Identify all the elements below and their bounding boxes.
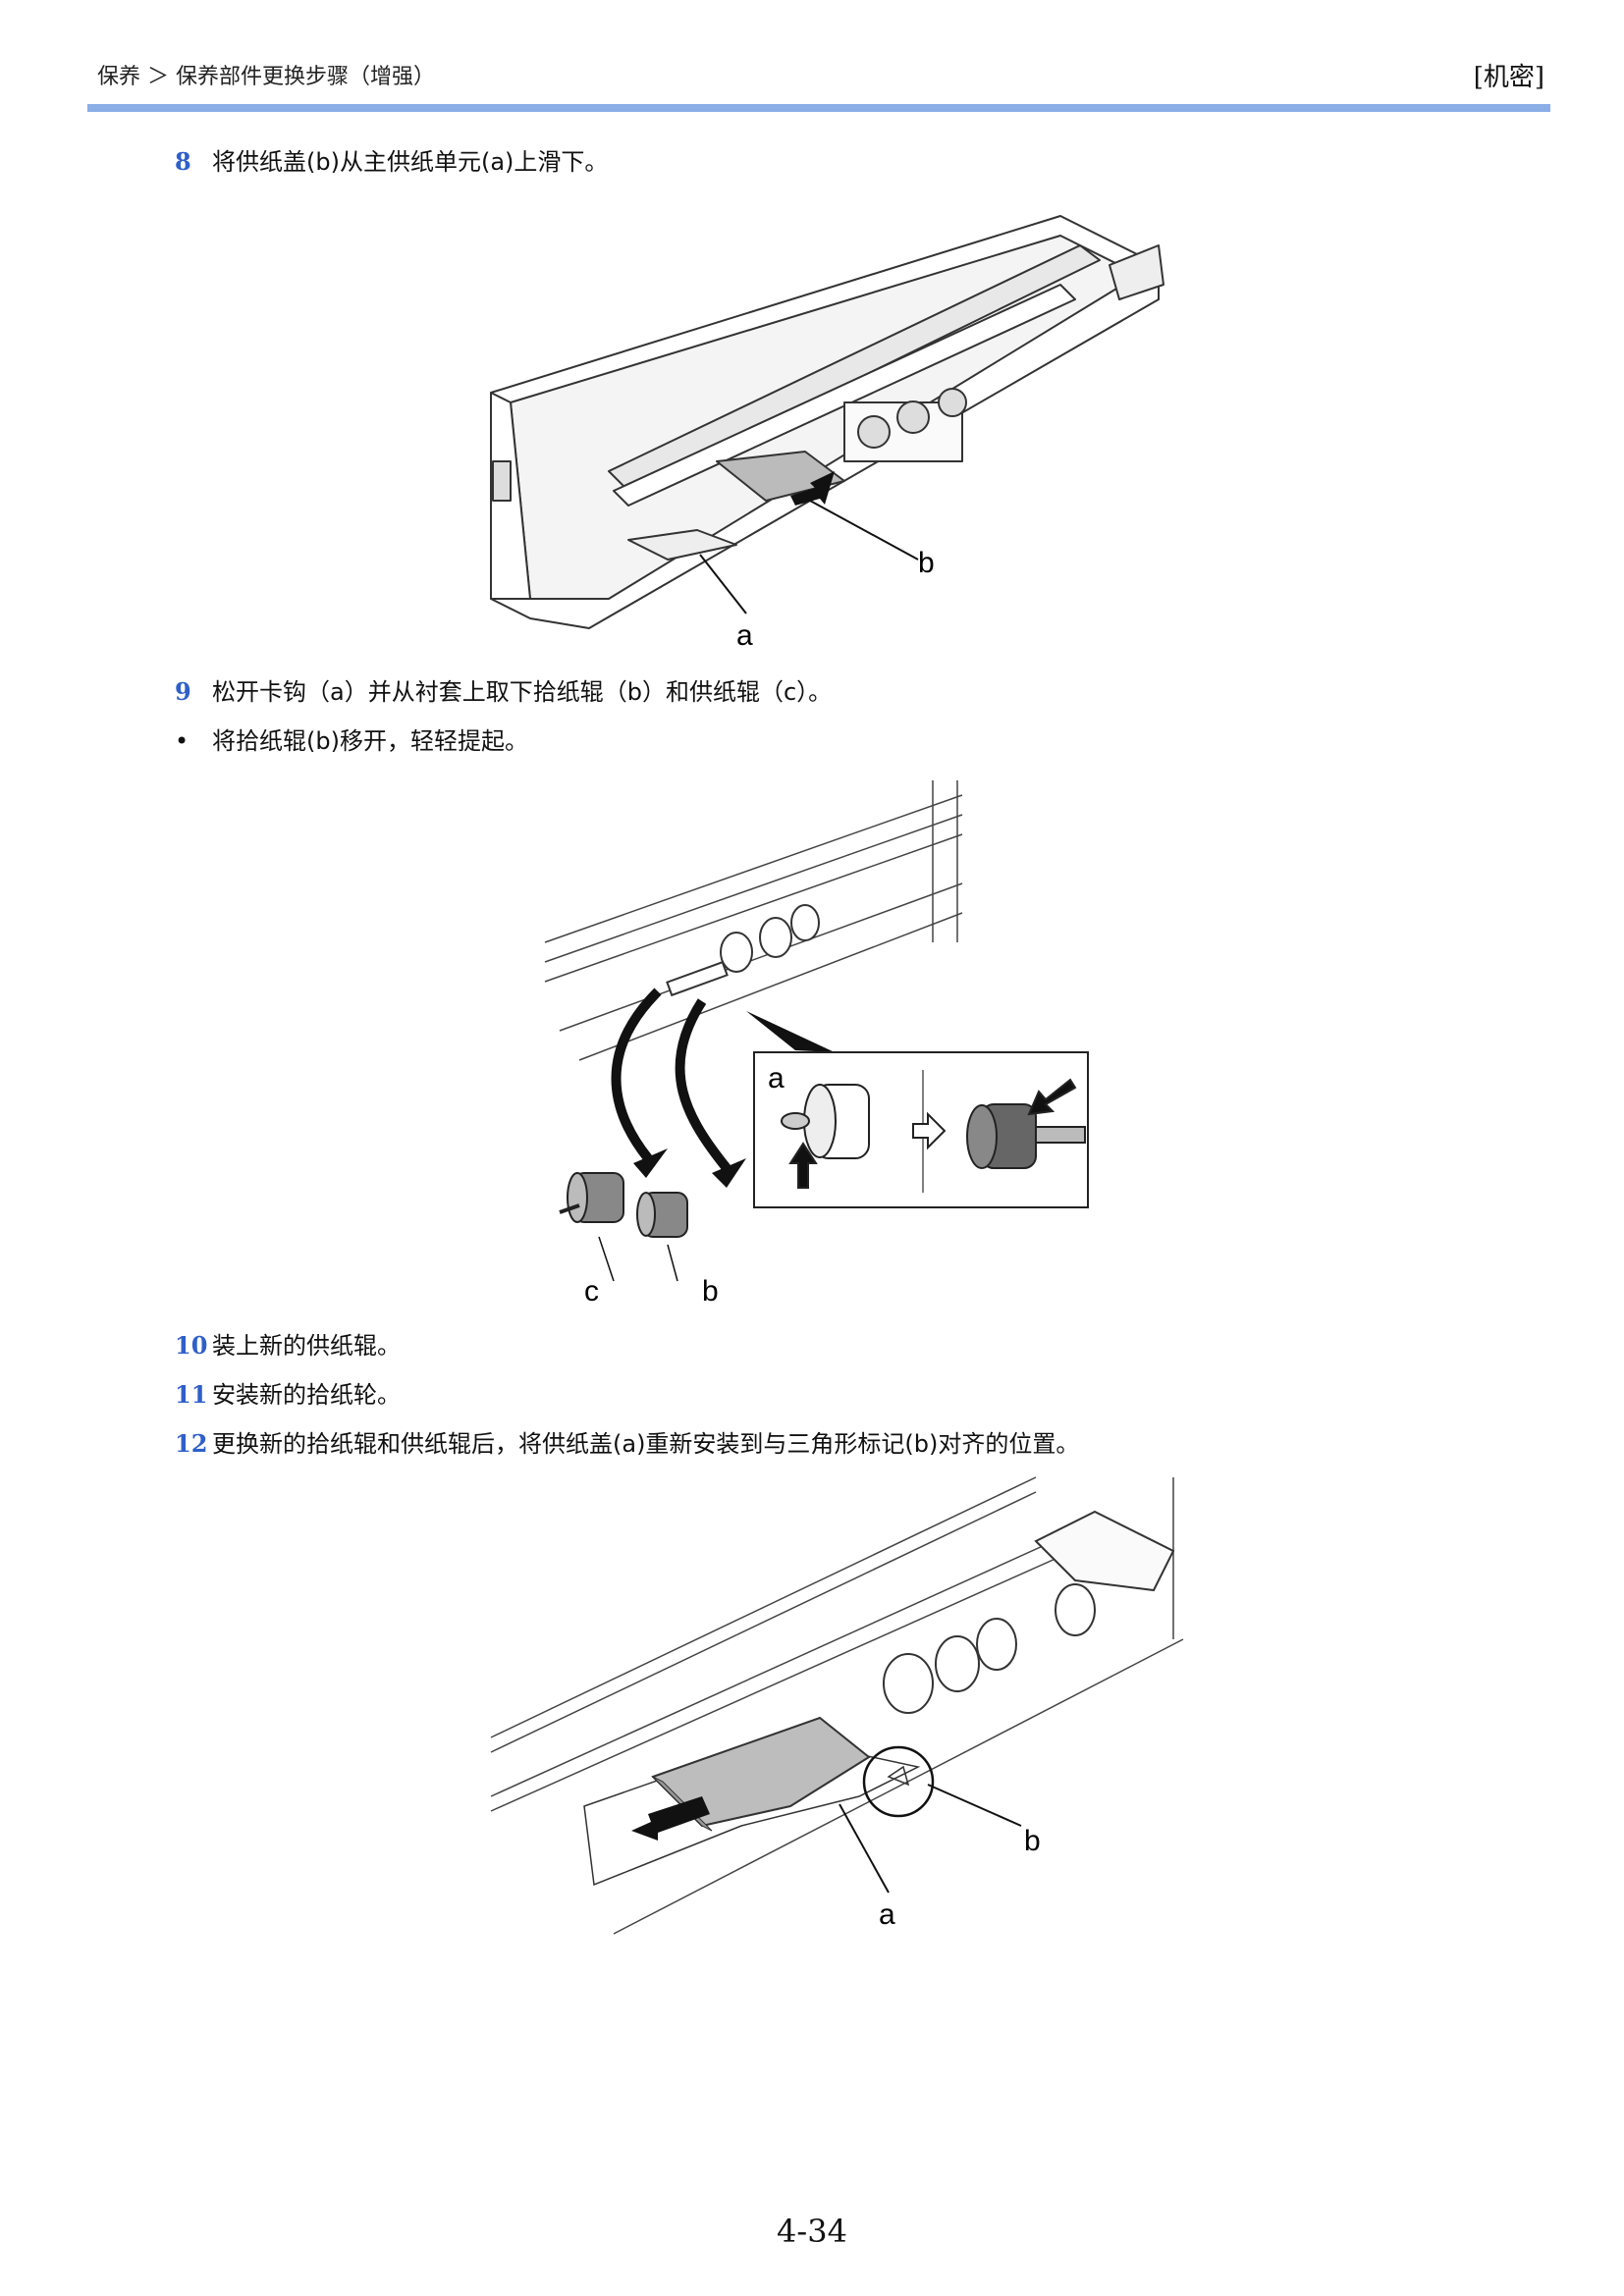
confidential-label: [机密] <box>1473 63 1544 92</box>
figure-remove-cover: b a <box>471 206 1178 658</box>
arrow-icon <box>631 1796 710 1841</box>
triangle-mark-highlight <box>862 1745 935 1818</box>
breadcrumb: 保养 ＞ 保养部件更换步骤（增强） <box>97 65 435 89</box>
bullet-mark: • <box>175 727 189 755</box>
illustration-cover-reinstall: b a <box>490 1476 1184 1935</box>
step-number: 11 <box>175 1380 208 1409</box>
step-8: 8 将供纸盖(b)从主供纸单元(a)上滑下。 <box>175 147 608 177</box>
pickup-roller-b <box>636 1192 688 1238</box>
label-c: c <box>584 1275 599 1306</box>
bullet-text: 将拾纸辊(b)移开，轻轻提起。 <box>212 727 528 755</box>
step-text: 更换新的拾纸辊和供纸辊后，将供纸盖(a)重新安装到与三角形标记(b)对齐的位置。 <box>212 1430 1080 1458</box>
label-b: b <box>702 1275 719 1306</box>
figure-reinstall-cover: b a <box>486 1472 1193 1944</box>
header-rule <box>87 104 1550 112</box>
label-b: b <box>918 547 935 579</box>
feed-roller-c <box>559 1172 624 1223</box>
step-number: 8 <box>175 147 191 176</box>
step-number: 12 <box>175 1429 208 1458</box>
step-number: 10 <box>175 1331 208 1360</box>
page-header: 保养 ＞ 保养部件更换步骤（增强） [机密] <box>97 55 1548 94</box>
step-number: 9 <box>175 677 191 706</box>
step-text: 安装新的拾纸轮。 <box>212 1381 401 1409</box>
illustration-paper-feed-unit: b a <box>490 215 1164 652</box>
arrow-icon <box>790 471 835 506</box>
step-text: 松开卡钩（a）并从衬套上取下拾纸辊（b）和供纸辊（c）。 <box>212 678 833 706</box>
step-text: 装上新的供纸辊。 <box>212 1332 401 1360</box>
label-a: a <box>879 1898 895 1931</box>
figure-remove-rollers: c b a <box>540 775 1100 1306</box>
label-a: a <box>768 1062 785 1095</box>
page-number: 4-34 <box>777 2213 847 2250</box>
illustration-roller-removal: c b a <box>544 780 1089 1306</box>
step-9: 9 松开卡钩（a）并从衬套上取下拾纸辊（b）和供纸辊（c）。 <box>175 677 832 707</box>
bullet-item: • 将拾纸辊(b)移开，轻轻提起。 <box>175 726 528 756</box>
label-a: a <box>736 619 753 652</box>
step-text: 将供纸盖(b)从主供纸单元(a)上滑下。 <box>212 148 609 176</box>
label-b: b <box>1024 1825 1041 1857</box>
